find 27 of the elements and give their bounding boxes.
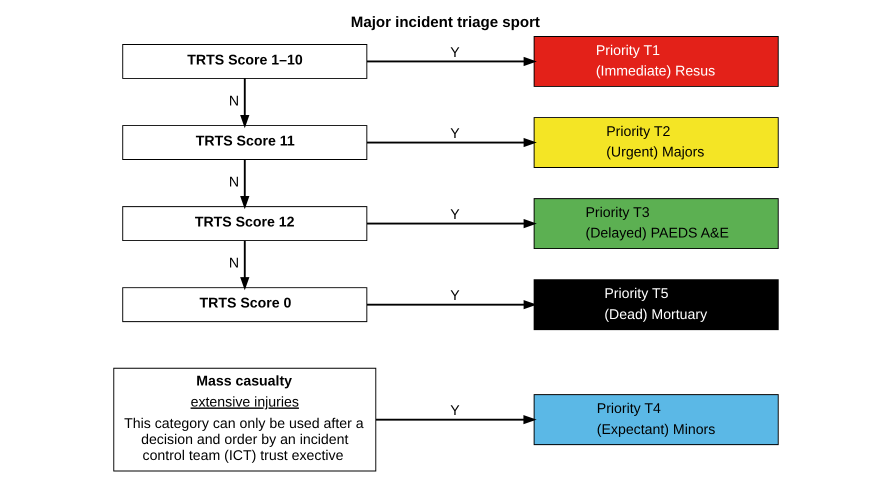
node-box: Priority T4 (Expectant) Minors: [534, 394, 779, 446]
edge-label: Y: [450, 402, 460, 418]
arrow: [366, 138, 537, 148]
node-box: TRTS Score 1–10: [122, 44, 368, 79]
arrow: [366, 56, 537, 66]
edge-label: Y: [450, 206, 460, 222]
edge-label: Y: [450, 124, 460, 141]
edge-label: N: [228, 92, 240, 108]
node-box: TRTS Score 0: [122, 287, 368, 322]
edge-label: Y: [450, 44, 460, 60]
node-box: Priority T1 (Immediate) Resus: [534, 36, 779, 87]
edge-label: N: [228, 254, 240, 270]
arrow: [240, 78, 250, 128]
node-box: TRTS Score 12: [122, 206, 368, 242]
arrow: [376, 415, 537, 424]
edge-label: N: [228, 173, 240, 190]
arrow: [240, 160, 250, 210]
edge-label: Y: [450, 286, 460, 303]
diagram-title: Major incident triage sport: [350, 14, 540, 31]
arrow: [240, 240, 250, 290]
node-box: TRTS Score 11: [122, 125, 368, 160]
node-box: Priority T5 (Dead) Mortuary: [534, 279, 779, 330]
node-box: Priority T2 (Urgent) Majors: [534, 117, 779, 168]
node-box: Priority T3 (Delayed) PAEDS A&E: [534, 198, 779, 250]
node-box: Mass casualty extensive injuries This category can only be used after a decision and order by an incident control team (ICT) trust exective: [113, 368, 376, 472]
arrow: [366, 300, 537, 310]
arrow: [366, 218, 537, 228]
